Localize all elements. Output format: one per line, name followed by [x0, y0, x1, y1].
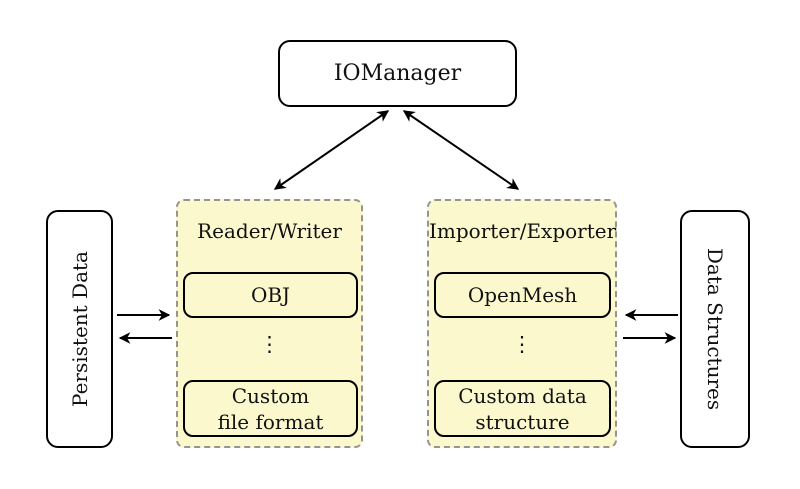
- importer-exporter-ellipsis: ⋮: [511, 332, 533, 356]
- node-custom-data-structure: Custom data structure: [434, 380, 611, 437]
- custom-data-structure-line1: Custom data: [458, 383, 587, 408]
- panel-importer-exporter: Importer/Exporter OpenMesh ⋮ Custom data…: [427, 199, 617, 448]
- importer-exporter-title: Importer/Exporter: [429, 219, 617, 243]
- node-iomanager: IOManager: [278, 40, 517, 107]
- openmesh-label: OpenMesh: [467, 283, 578, 307]
- custom-data-structure-line2: structure: [475, 409, 570, 434]
- obj-label: OBJ: [250, 283, 291, 307]
- data-structures-label: Data Structures: [703, 247, 727, 411]
- node-persistent-data: Persistent Data: [46, 210, 113, 448]
- node-openmesh: OpenMesh: [434, 272, 611, 318]
- iomanager-label: IOManager: [333, 61, 462, 86]
- persistent-data-label: Persistent Data: [67, 251, 92, 407]
- custom-file-format-line2: file format: [217, 409, 324, 434]
- custom-file-format-line1: Custom: [231, 383, 310, 408]
- arrow-iomanager-readerwriter: [273, 110, 390, 190]
- node-custom-file-format: Custom file format: [183, 380, 358, 437]
- reader-writer-title: Reader/Writer: [197, 219, 342, 243]
- node-obj: OBJ: [183, 272, 358, 318]
- node-data-structures: Data Structures: [680, 210, 750, 448]
- arrow-iomanager-importerexporter: [402, 110, 520, 190]
- reader-writer-ellipsis: ⋮: [259, 332, 280, 356]
- panel-reader-writer: Reader/Writer OBJ ⋮ Custom file format: [176, 199, 363, 448]
